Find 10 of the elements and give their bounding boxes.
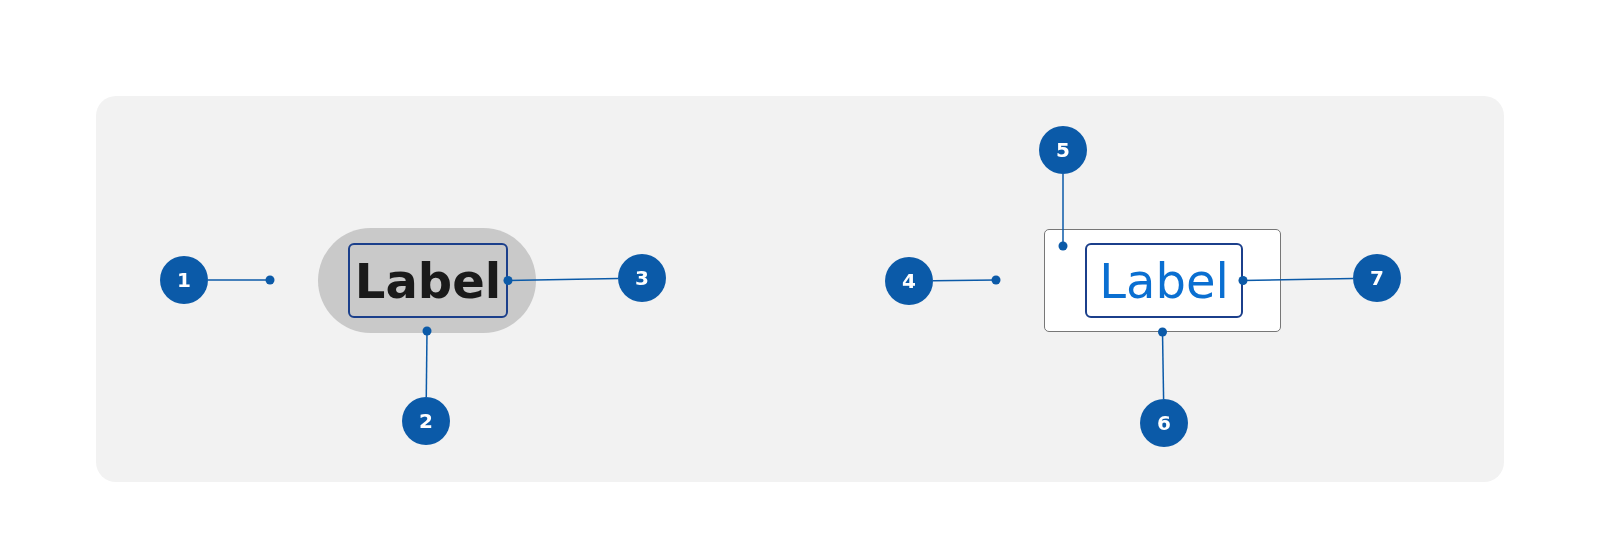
tag-box xyxy=(1044,229,1281,332)
leader-line xyxy=(422,326,432,398)
leader-line xyxy=(503,276,619,285)
leader-line xyxy=(932,275,1001,285)
focus-ring: Label xyxy=(1085,243,1243,318)
leader-line xyxy=(1238,276,1354,285)
leader-line xyxy=(1058,173,1068,251)
leader-line xyxy=(1158,327,1167,400)
focus-ring: Label xyxy=(348,243,508,318)
leader-line xyxy=(207,275,275,285)
